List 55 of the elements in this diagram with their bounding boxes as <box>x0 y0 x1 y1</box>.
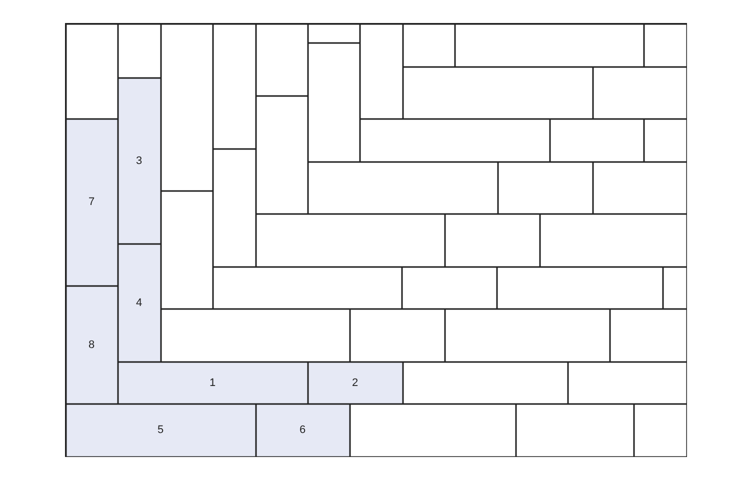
floor-plank <box>308 42 360 162</box>
floor-plank <box>550 118 644 162</box>
floor-plank <box>256 96 308 214</box>
floor-plank <box>66 24 118 118</box>
floor-plank <box>402 266 496 308</box>
floor-plank <box>66 286 118 404</box>
floor-plank <box>308 362 402 404</box>
floor-plank <box>360 118 550 162</box>
plank-number: 8 <box>88 338 95 350</box>
floor-plank <box>308 24 360 42</box>
floor-plank <box>256 214 444 266</box>
floor-plank <box>350 404 516 456</box>
floor-plank <box>610 308 686 362</box>
floor-plank <box>496 266 662 308</box>
floor-plank <box>516 404 634 456</box>
floor-plank <box>118 244 160 362</box>
floor-plank <box>540 214 686 266</box>
floor-plank <box>444 308 610 362</box>
floor-plank <box>160 190 212 308</box>
floor-plank <box>160 308 350 362</box>
floor-plank <box>308 162 498 214</box>
floor-plank <box>402 362 568 404</box>
floor-plank <box>454 24 644 66</box>
floor-plank <box>644 118 686 162</box>
floor-plank <box>350 308 444 362</box>
floor-plank <box>402 24 454 66</box>
plank-number: 2 <box>352 376 358 388</box>
floor-plank <box>66 404 256 456</box>
floor-plank <box>592 162 686 214</box>
plank-number: 6 <box>299 424 306 436</box>
plank-number: 1 <box>209 376 216 388</box>
floor-plank <box>568 362 686 404</box>
floor-plank <box>66 118 118 286</box>
floor-plank <box>444 214 540 266</box>
floor-plank <box>592 66 686 118</box>
floor-plank <box>212 266 402 308</box>
plank-number: 3 <box>136 154 142 166</box>
floor-plank <box>662 266 686 308</box>
plank-number: 4 <box>136 296 142 308</box>
floor-plank <box>644 24 686 66</box>
floor-plank <box>498 162 592 214</box>
floor-plank <box>212 24 256 148</box>
floor-plank <box>160 24 212 190</box>
floor-plank <box>118 24 160 78</box>
floor-plank <box>256 24 308 96</box>
floor-plank <box>118 362 308 404</box>
floor-plank <box>212 148 256 266</box>
floor-plank <box>118 78 160 244</box>
floor-outline <box>65 23 687 457</box>
plank-number: 5 <box>157 424 164 436</box>
plank-number: 7 <box>88 196 95 208</box>
floor-plank <box>360 24 402 118</box>
floor-plank <box>634 404 686 456</box>
floor-plank <box>256 404 350 456</box>
floor-plank <box>402 66 592 118</box>
